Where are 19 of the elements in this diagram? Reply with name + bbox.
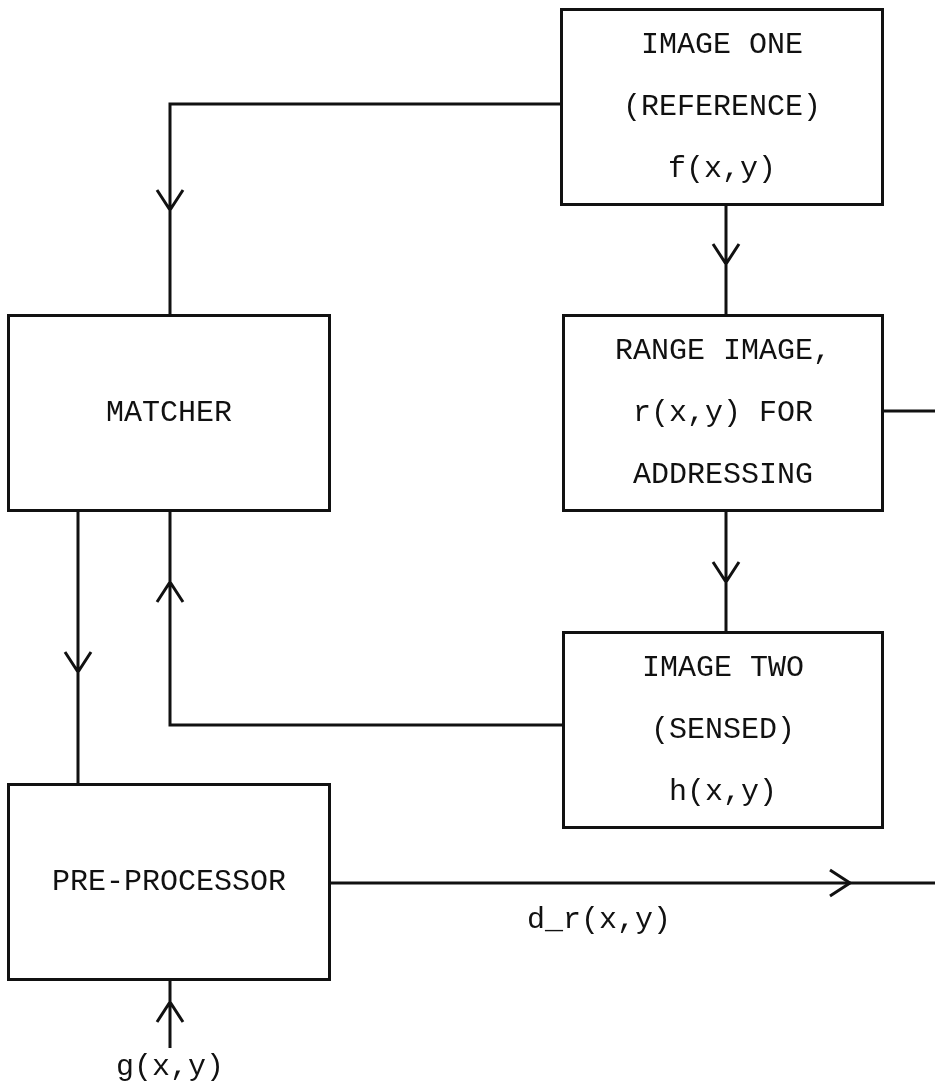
input-label: g(x,y) bbox=[116, 1049, 224, 1086]
arrow bbox=[63, 510, 93, 785]
arrow bbox=[155, 510, 564, 727]
box-label: RANGE IMAGE, r(x,y) FOR ADDRESSING bbox=[613, 333, 832, 494]
connector-line bbox=[331, 868, 852, 898]
arrow bbox=[155, 979, 185, 1050]
arrow bbox=[155, 102, 562, 316]
process-box bbox=[7, 783, 331, 981]
arrow bbox=[711, 204, 741, 316]
box-label: PRE-PROCESSOR bbox=[51, 864, 286, 901]
box-label: MATCHER bbox=[106, 395, 232, 432]
process-box bbox=[560, 8, 884, 206]
process-box bbox=[7, 314, 331, 512]
box-label: IMAGE ONE (REFERENCE) f(x,y) bbox=[621, 27, 822, 188]
process-box bbox=[562, 631, 884, 829]
box-label: IMAGE TWO (SENSED) h(x,y) bbox=[641, 650, 805, 811]
connector-line bbox=[884, 409, 935, 413]
process-box bbox=[562, 314, 884, 512]
arrow bbox=[711, 510, 741, 633]
